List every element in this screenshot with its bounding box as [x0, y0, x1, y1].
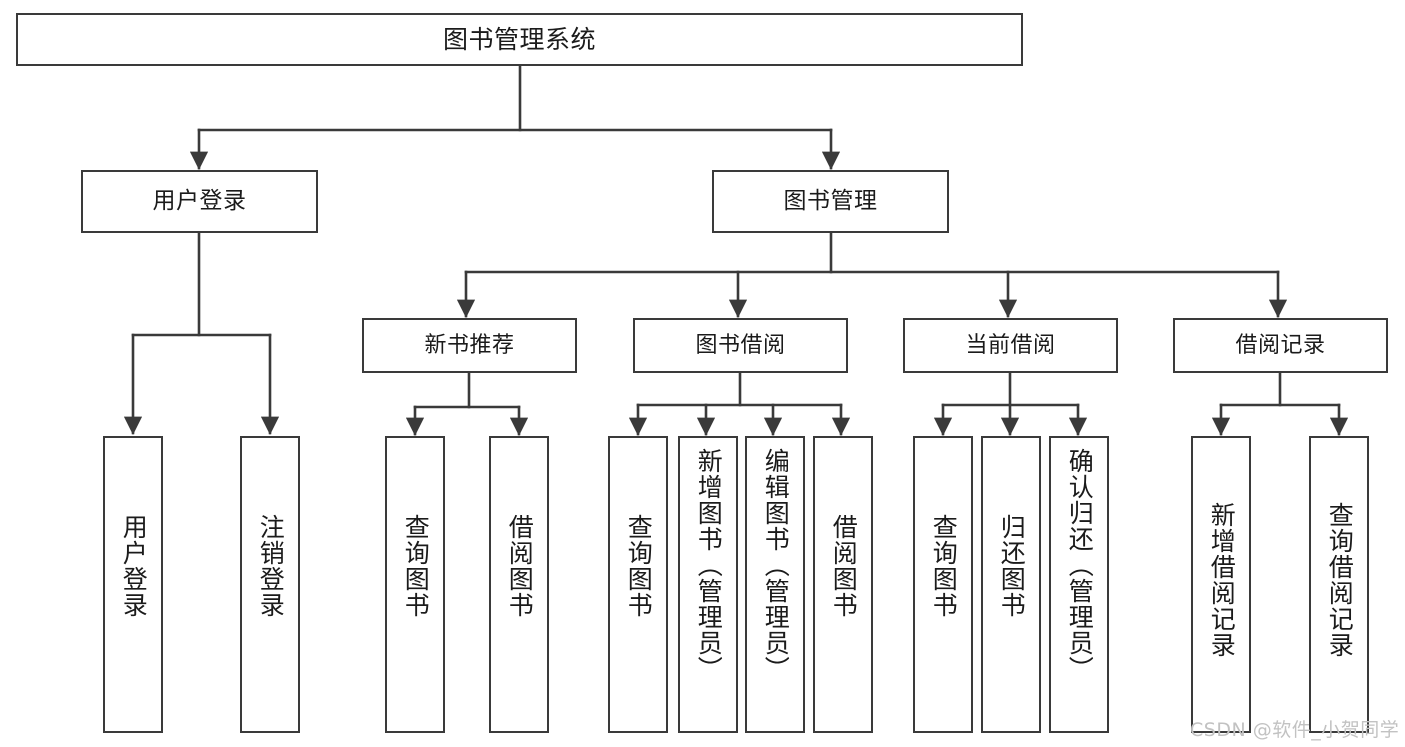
leaf-current-query-label: 查询图书: [929, 514, 959, 618]
leaf-borrow-edit-book[interactable]: 编辑图书（管理员）: [745, 436, 805, 733]
leaf-record-add[interactable]: 新增借阅记录: [1191, 436, 1251, 733]
node-borrow-record-label: 借阅记录: [1235, 332, 1326, 358]
node-current-borrow[interactable]: 当前借阅: [903, 318, 1118, 373]
leaf-new-book-query-label: 查询图书: [401, 514, 431, 618]
watermark-text: CSDN @软件_小贺同学: [1190, 719, 1400, 741]
leaf-new-book-borrow[interactable]: 借阅图书: [489, 436, 549, 733]
leaf-borrow-add-book-label: 新增图书（管理员）: [694, 448, 724, 682]
node-new-book-recommend-label: 新书推荐: [424, 332, 515, 358]
leaf-user-login-logout[interactable]: 注销登录: [240, 436, 300, 733]
node-new-book-recommend[interactable]: 新书推荐: [362, 318, 577, 373]
leaf-current-return-label: 归还图书: [997, 514, 1027, 618]
node-current-borrow-label: 当前借阅: [965, 332, 1056, 358]
leaf-new-book-query[interactable]: 查询图书: [385, 436, 445, 733]
node-book-management-label: 图书管理: [783, 187, 878, 214]
leaf-borrow-edit-book-label: 编辑图书（管理员）: [761, 448, 791, 682]
node-book-borrow-label: 图书借阅: [695, 332, 786, 358]
node-root-system-label: 图书管理系统: [442, 24, 596, 54]
leaf-current-confirm-return[interactable]: 确认归还（管理员）: [1049, 436, 1109, 733]
node-book-management[interactable]: 图书管理: [712, 170, 949, 233]
node-borrow-record[interactable]: 借阅记录: [1173, 318, 1388, 373]
leaf-user-login-login[interactable]: 用户登录: [103, 436, 163, 733]
leaf-new-book-borrow-label: 借阅图书: [505, 514, 535, 618]
node-user-login[interactable]: 用户登录: [81, 170, 318, 233]
node-root-system[interactable]: 图书管理系统: [16, 13, 1023, 66]
leaf-user-login-logout-label: 注销登录: [256, 514, 286, 618]
leaf-borrow-add-book[interactable]: 新增图书（管理员）: [678, 436, 738, 733]
leaf-borrow-borrow-book-label: 借阅图书: [829, 514, 859, 618]
node-user-login-label: 用户登录: [152, 187, 247, 214]
leaf-borrow-query-label: 查询图书: [624, 514, 654, 618]
leaf-current-confirm-return-label: 确认归还（管理员）: [1065, 448, 1095, 682]
leaf-record-query-label: 查询借阅记录: [1325, 502, 1355, 658]
leaf-record-add-label: 新增借阅记录: [1207, 502, 1237, 658]
leaf-user-login-login-label: 用户登录: [119, 514, 149, 618]
leaf-record-query[interactable]: 查询借阅记录: [1309, 436, 1369, 733]
leaf-current-return[interactable]: 归还图书: [981, 436, 1041, 733]
leaf-current-query[interactable]: 查询图书: [913, 436, 973, 733]
node-book-borrow[interactable]: 图书借阅: [633, 318, 848, 373]
leaf-borrow-query[interactable]: 查询图书: [608, 436, 668, 733]
leaf-borrow-borrow-book[interactable]: 借阅图书: [813, 436, 873, 733]
